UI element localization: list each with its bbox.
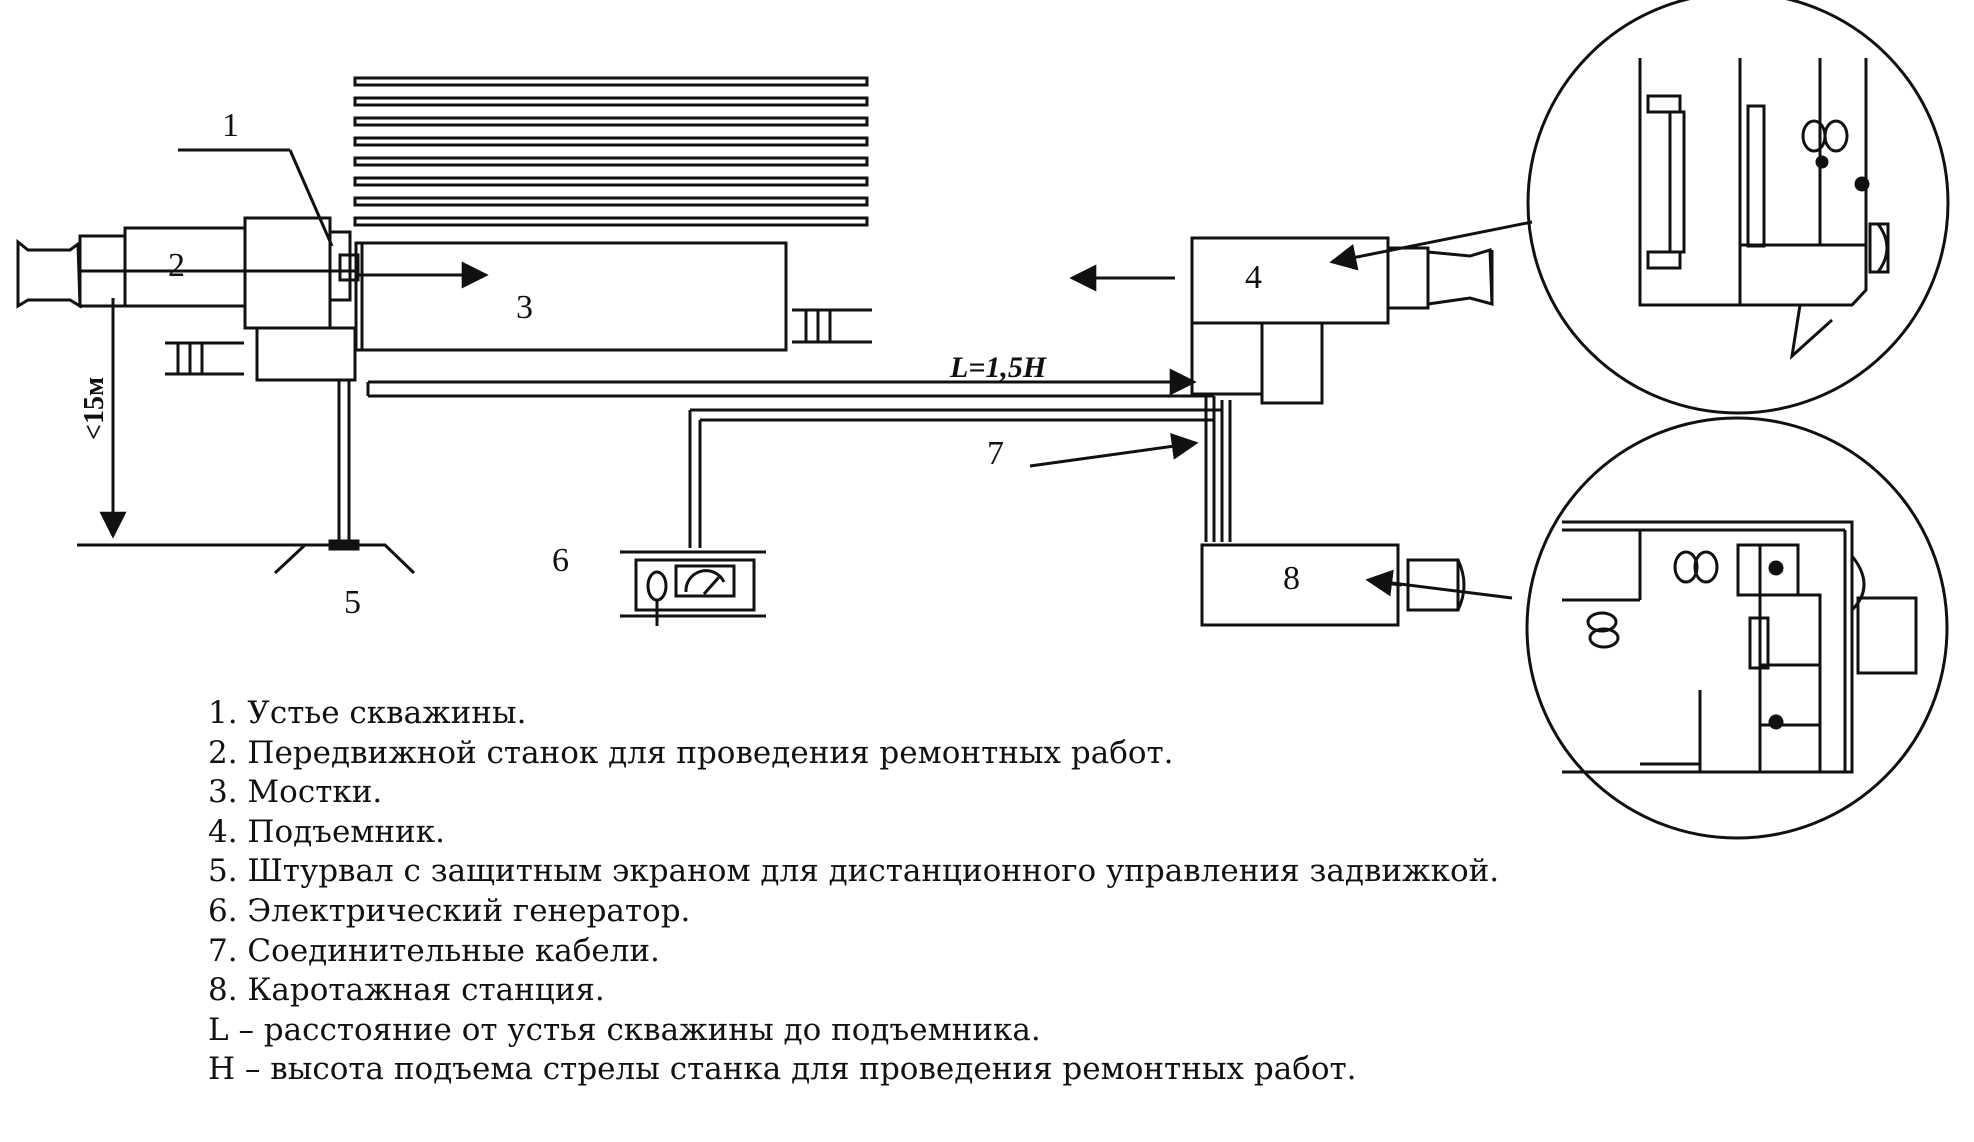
marker-6: 6 (552, 542, 569, 579)
distance-label: L=1,5H (949, 351, 1048, 384)
legend-item-5: 5. Штурвал с защитным экраном для дистан… (208, 853, 1500, 890)
lift (1190, 236, 1494, 405)
marker-2: 2 (168, 247, 185, 284)
marker-3: 3 (516, 289, 533, 326)
legend-item-3: 3. Мостки. (208, 774, 383, 811)
legend-item-4: 4. Подъемник. (208, 813, 445, 850)
marker-1: 1 (222, 107, 239, 144)
pipe-rack (353, 76, 869, 227)
catwalk-body (354, 241, 788, 352)
marker-8: 8 (1283, 560, 1300, 597)
legend-item-1: 1. Устье скважины. (208, 695, 527, 731)
right-ladder (792, 308, 872, 344)
lift-detail-arrow (1329, 220, 1533, 271)
legend-item-8: 8. Каротажная станция. (208, 972, 605, 1009)
legend-item-l: L – расстояние от устья скважины до подъ… (208, 1011, 1041, 1048)
marker-7: 7 (987, 435, 1004, 472)
station-interior-detail (1525, 416, 1949, 840)
logging-station (1200, 543, 1466, 627)
legend-item-6: 6. Электрический генератор. (208, 892, 691, 929)
connecting-cables (688, 396, 1232, 548)
marker-5: 5 (344, 584, 361, 621)
marker-4: 4 (1245, 259, 1262, 296)
wellhead-pointer-leader (288, 149, 334, 247)
legend: 1. Устье скважины. 2. Передвижной станок… (208, 694, 1908, 1090)
legend-item-h: H – высота подъема стрелы станка для про… (208, 1051, 1357, 1088)
station-detail-arrow (1365, 569, 1513, 600)
generator (620, 550, 766, 626)
left-ladder (165, 341, 244, 376)
repair-rig (16, 216, 360, 382)
steering-wheel-post (273, 380, 416, 575)
cables-pointer-arrow (1029, 432, 1199, 468)
legend-item-2: 2. Передвижной станок для проведения рем… (208, 734, 1174, 771)
legend-item-7: 7. Соединительные кабели. (208, 932, 660, 969)
lift-cabin-detail (1526, 0, 1950, 415)
height-label: <15м (79, 377, 110, 440)
